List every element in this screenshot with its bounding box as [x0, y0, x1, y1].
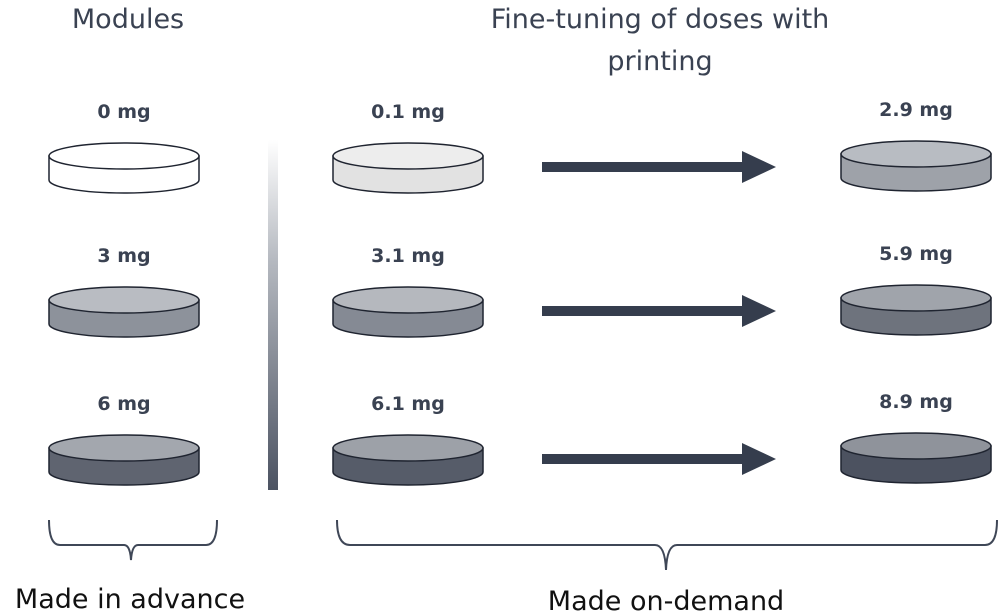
printed-pill-top — [840, 432, 992, 460]
module-pill-top — [48, 286, 200, 314]
printed-pill-label: 5.9 mg — [879, 243, 953, 265]
made-in-advance-label: Made in advance — [15, 584, 245, 615]
module-pill-label: 3 mg — [97, 245, 150, 267]
advance-bracket — [48, 519, 218, 561]
start-pill-label: 6.1 mg — [371, 393, 445, 415]
start-pill-label: 0.1 mg — [371, 101, 445, 123]
start-pill-label: 3.1 mg — [371, 245, 445, 267]
start-pill-top — [332, 434, 484, 462]
module-pill-label: 0 mg — [97, 101, 150, 123]
finetune-title-line2: printing — [607, 46, 712, 77]
printed-pill-label: 8.9 mg — [879, 391, 953, 413]
modules-title: Modules — [72, 4, 184, 35]
printed-pill-top — [840, 140, 992, 168]
dose-gradient-bar — [268, 140, 278, 490]
arrow-icon — [542, 295, 776, 327]
pills-group: 0 mg 3 mg 6 mg 0.1 mg 2.9 mg 3.1 mg 5.9 mg 6.1 … — [48, 99, 992, 486]
arrow-icon — [542, 443, 776, 475]
start-pill-top — [332, 286, 484, 314]
printed-pill-top — [840, 284, 992, 312]
module-pill-label: 6 mg — [97, 393, 150, 415]
module-pill-top — [48, 434, 200, 462]
printed-pill-label: 2.9 mg — [879, 99, 953, 121]
made-on-demand-label: Made on-demand — [548, 586, 784, 616]
start-pill-top — [332, 142, 484, 170]
arrow-icon — [542, 151, 776, 183]
on-demand-bracket — [336, 519, 998, 571]
finetune-title-line1: Fine-tuning of doses with — [491, 4, 830, 35]
module-pill-top — [48, 142, 200, 170]
